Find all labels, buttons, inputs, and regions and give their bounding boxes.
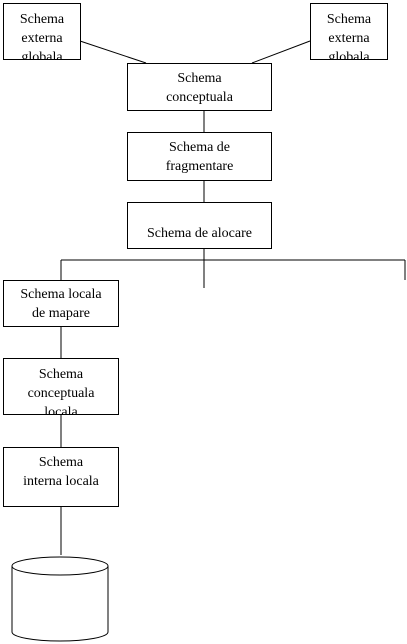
allocation-schema-label: Schema de alocare: [147, 226, 252, 241]
local-mapping-schema-label: Schema locala de mapare: [20, 287, 102, 321]
external-global-schema-right: Schema externa globala: [310, 3, 388, 60]
local-internal-schema-label: Schema interna locala: [23, 455, 99, 489]
local-internal-schema-box: Schema interna locala: [3, 447, 119, 507]
conceptual-schema-box: Schema conceptuala: [127, 63, 272, 111]
external-global-schema-left-label: Schema externa globala: [19, 12, 65, 60]
fragmentation-schema-box: Schema de fragmentare: [127, 132, 272, 181]
external-global-schema-left: Schema externa globala: [3, 3, 81, 60]
database-cylinder-icon: [11, 556, 109, 642]
local-conceptual-schema-label: Schema conceptuala locala: [27, 367, 95, 415]
connector-ext-left: [79, 40, 147, 64]
local-mapping-schema-box: Schema locala de mapare: [3, 280, 119, 327]
allocation-schema-box: Schema de alocare: [127, 202, 272, 249]
connector-ext-right: [251, 40, 311, 64]
conceptual-schema-label: Schema conceptuala: [166, 71, 233, 105]
fragmentation-schema-label: Schema de fragmentare: [165, 140, 234, 174]
external-global-schema-right-label: Schema externa globala: [326, 12, 372, 60]
local-conceptual-schema-box: Schema conceptuala locala: [3, 358, 119, 415]
